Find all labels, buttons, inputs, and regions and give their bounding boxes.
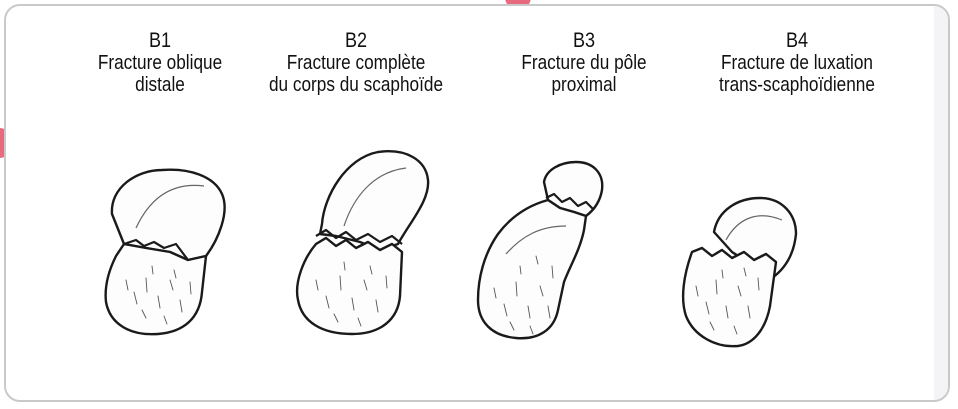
bone-drawings xyxy=(54,30,926,370)
bone-b3-main-body xyxy=(478,200,586,338)
figure-panel: B1 Fracture oblique distale B2 Fracture … xyxy=(4,4,950,402)
bone-b3 xyxy=(478,162,602,338)
bone-b2 xyxy=(297,151,428,334)
panel-side-strip xyxy=(934,6,948,400)
bone-b2-distal-fragment xyxy=(320,151,428,250)
bone-b2-proximal-fragment xyxy=(297,238,402,334)
bone-b4-proximal-fragment xyxy=(683,248,776,346)
bone-b1 xyxy=(106,170,225,335)
scaphoid-fracture-figure: B1 Fracture oblique distale B2 Fracture … xyxy=(54,30,926,370)
bone-b4 xyxy=(683,198,796,346)
